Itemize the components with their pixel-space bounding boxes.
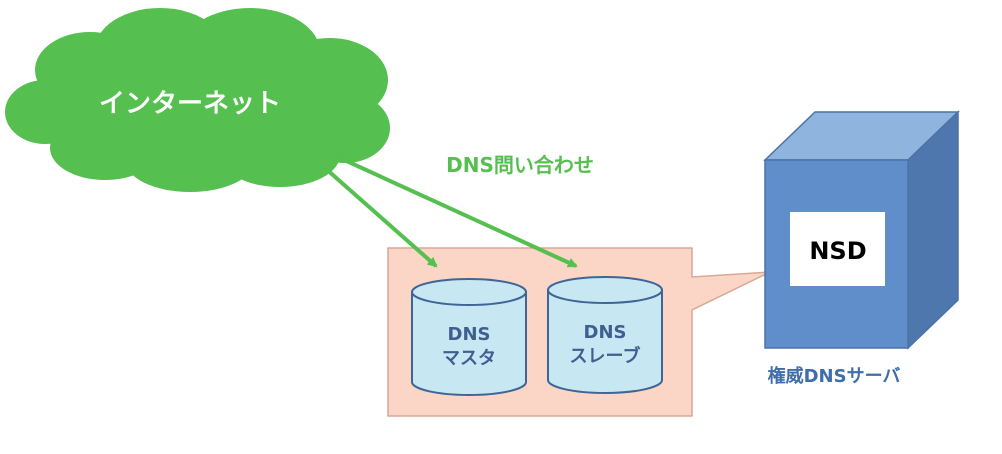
- dns-master-db-icon: [411, 278, 527, 396]
- query-label: DNS問い合わせ: [446, 153, 594, 177]
- arrow-to-master: [323, 166, 438, 268]
- dns-slave-db-icon: [547, 276, 663, 394]
- dns-master-label-line2: マスタ: [442, 348, 496, 369]
- dns-slave-label-line1: DNS: [584, 322, 627, 343]
- internet-cloud: [5, 8, 390, 192]
- cloud-label: インターネット: [99, 89, 281, 119]
- server-screen-label: NSD: [809, 237, 866, 265]
- arrow-to-slave: [339, 156, 578, 268]
- server-caption: 権威DNSサーバ: [768, 365, 901, 387]
- dns-slave-label-line2: スレーブ: [570, 345, 641, 367]
- server-icon: [763, 110, 960, 350]
- dns-master-label-line1: DNS: [448, 324, 491, 345]
